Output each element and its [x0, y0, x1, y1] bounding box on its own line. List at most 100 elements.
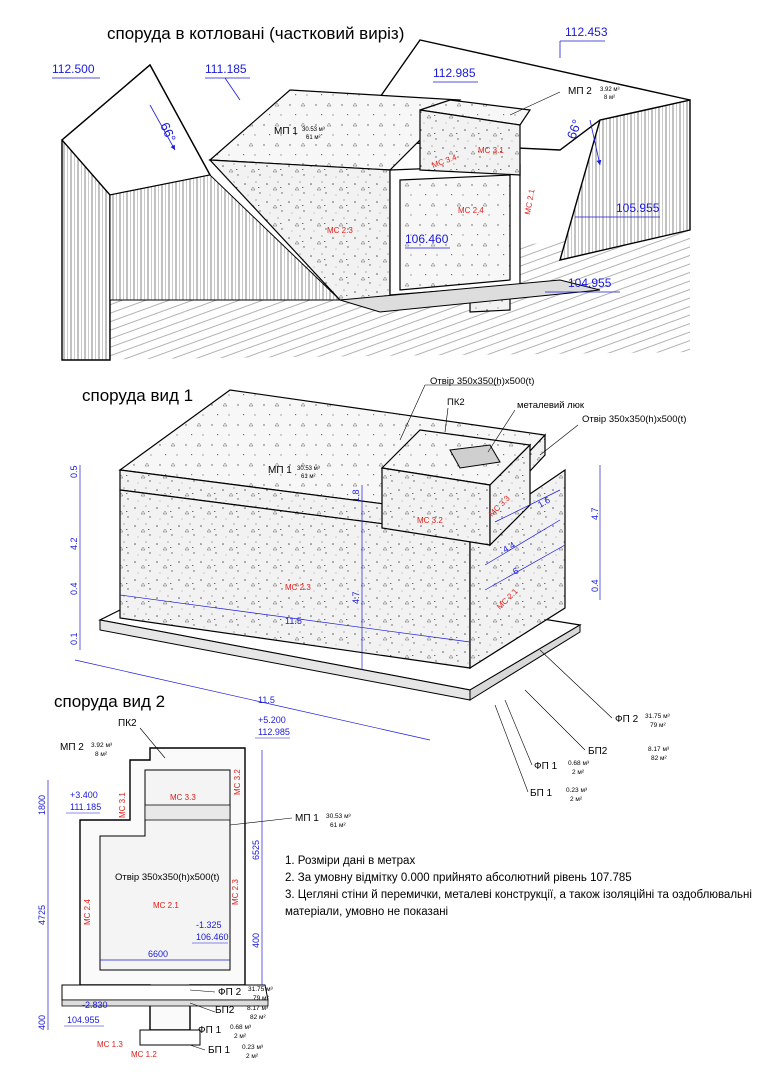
- svg-text:8 м²: 8 м²: [95, 751, 108, 758]
- svg-text:МП 1: МП 1: [268, 465, 292, 476]
- svg-text:ФП 1: ФП 1: [198, 1025, 222, 1036]
- svg-text:+5.200: +5.200: [258, 715, 286, 725]
- svg-text:БП2: БП2: [588, 746, 608, 757]
- svg-text:МП 2: МП 2: [60, 742, 84, 753]
- svg-text:0.4: 0.4: [69, 582, 79, 595]
- svg-text:ФП 1: ФП 1: [534, 761, 558, 772]
- svg-text:111.185: 111.185: [70, 802, 101, 812]
- level-104955: 104.955: [568, 276, 612, 290]
- svg-text:2 м²: 2 м²: [234, 1033, 247, 1040]
- svg-text:МС 1.3: МС 1.3: [97, 1040, 123, 1049]
- svg-text:0.23 м³: 0.23 м³: [242, 1044, 264, 1051]
- svg-text:МС 2.4: МС 2.4: [458, 206, 484, 215]
- svg-text:3.92 м³: 3.92 м³: [600, 87, 619, 93]
- svg-text:82 м²: 82 м²: [651, 755, 668, 762]
- sec-mp2: МП 2: [568, 86, 592, 97]
- svg-text:30.53 м³: 30.53 м³: [297, 466, 320, 472]
- svg-text:30.53 м³: 30.53 м³: [302, 127, 325, 133]
- svg-text:30.53 м³: 30.53 м³: [326, 813, 352, 820]
- view1-legend: ФП 2 31.75 м³ 79 м² БП2 8.17 м³ 82 м² ФП…: [494, 649, 671, 803]
- svg-text:1.8: 1.8: [351, 489, 361, 502]
- svg-text:82 м²: 82 м²: [250, 1014, 267, 1021]
- svg-text:-1.325: -1.325: [196, 920, 222, 930]
- svg-text:ФП 2: ФП 2: [218, 987, 242, 998]
- view1-heading: споруда вид 1: [82, 386, 194, 405]
- note-3: 3. Цегляні стіни й перемички, металеві к…: [285, 889, 752, 901]
- level-106460: 106.460: [405, 232, 449, 246]
- svg-text:ПК2: ПК2: [447, 397, 465, 408]
- slope-angle-right: 66°: [564, 117, 585, 141]
- svg-text:МС 2.3: МС 2.3: [231, 879, 240, 905]
- svg-text:11.5: 11.5: [285, 616, 302, 626]
- svg-text:3.92 м³: 3.92 м³: [91, 742, 113, 749]
- level-112985: 112.985: [433, 66, 476, 80]
- svg-text:ФП 2: ФП 2: [615, 714, 639, 725]
- level-111185: 111.185: [205, 62, 247, 76]
- svg-text:400: 400: [37, 1015, 47, 1030]
- slope-angle-left: 66°: [157, 120, 179, 144]
- svg-text:0.68 м³: 0.68 м³: [568, 760, 590, 767]
- svg-text:БП 1: БП 1: [208, 1045, 231, 1056]
- svg-text:61 м²: 61 м²: [330, 822, 347, 829]
- svg-text:0.1: 0.1: [69, 632, 79, 645]
- svg-text:МП 1: МП 1: [295, 813, 319, 824]
- svg-text:МС 1.2: МС 1.2: [131, 1050, 157, 1059]
- section-heading: споруда в котловані (частковий виріз): [107, 24, 405, 43]
- svg-text:400: 400: [251, 933, 261, 948]
- svg-text:104.955: 104.955: [67, 1015, 100, 1025]
- view2-levels: +5.200 112.985 +3.400 111.185 -1.325 106…: [64, 715, 290, 1027]
- note-2: 2. За умовну відмітку 0.000 прийнято абс…: [285, 872, 632, 884]
- svg-text:11.5: 11.5: [258, 695, 275, 705]
- svg-text:МС 3.2: МС 3.2: [417, 516, 443, 525]
- svg-text:6: 6: [511, 566, 520, 577]
- view1-structure: [98, 389, 582, 701]
- svg-text:8.17 м³: 8.17 м³: [247, 1005, 269, 1012]
- section-levels: 112.500 111.185 112.985 112.453 105.955 …: [52, 25, 660, 293]
- section-view: [61, 39, 691, 361]
- sec-mp1: МП 1: [274, 126, 298, 137]
- svg-text:106.460: 106.460: [196, 932, 229, 942]
- svg-text:ПК2: ПК2: [118, 718, 137, 729]
- view2-heading: споруда вид 2: [54, 692, 166, 711]
- svg-text:БП 1: БП 1: [530, 788, 553, 799]
- svg-text:2 м²: 2 м²: [572, 769, 585, 776]
- svg-text:6600: 6600: [148, 949, 168, 959]
- svg-text:0.68 м³: 0.68 м³: [230, 1024, 252, 1031]
- svg-text:металевий люк: металевий люк: [517, 400, 585, 411]
- svg-text:8 м²: 8 м²: [604, 95, 615, 101]
- note-3-cont: матеріали, умовно не показані: [285, 906, 449, 918]
- svg-text:МС 3.1: МС 3.1: [118, 792, 127, 818]
- svg-text:МС 3.3: МС 3.3: [170, 793, 196, 802]
- svg-text:МС 2.1: МС 2.1: [523, 188, 536, 215]
- svg-text:2 м²: 2 м²: [246, 1053, 259, 1060]
- svg-text:БП2: БП2: [215, 1005, 235, 1016]
- view2-structure: [61, 747, 269, 1046]
- svg-text:+3.400: +3.400: [70, 790, 98, 800]
- svg-text:31.75 м³: 31.75 м³: [645, 713, 671, 720]
- svg-text:МС 2.3: МС 2.3: [327, 226, 353, 235]
- svg-text:4.7: 4.7: [351, 591, 361, 604]
- svg-text:0.23 м³: 0.23 м³: [566, 787, 588, 794]
- svg-text:112.985: 112.985: [258, 727, 290, 737]
- svg-text:4.7: 4.7: [590, 507, 600, 520]
- svg-text:6525: 6525: [251, 840, 261, 860]
- svg-text:61 м²: 61 м²: [306, 135, 320, 141]
- svg-text:Отвір 350x350(h)x500(t): Отвір 350x350(h)x500(t): [582, 414, 686, 425]
- svg-text:0.5: 0.5: [69, 465, 79, 478]
- svg-text:31.75 м³: 31.75 м³: [248, 986, 274, 993]
- section-labels: МП 1 30.53 м³ 61 м² МП 2 3.92 м³ 8 м² МС…: [274, 86, 619, 235]
- svg-text:МС 3.1: МС 3.1: [478, 146, 504, 155]
- svg-text:МС 2.4: МС 2.4: [83, 899, 92, 925]
- svg-text:МС 2.3: МС 2.3: [285, 583, 311, 592]
- view2-dimensions: 1800 4725 400 6525 400 6600: [37, 750, 263, 1030]
- svg-text:Отвір 350x350(h)x500(t): Отвір 350x350(h)x500(t): [115, 872, 219, 883]
- note-1: 1. Розміри дані в метрах: [285, 855, 416, 867]
- svg-text:8.17 м³: 8.17 м³: [648, 746, 670, 753]
- metal-hatch: [449, 444, 501, 469]
- svg-text:Отвір 350x350(h)x500(t): Отвір 350x350(h)x500(t): [430, 376, 534, 387]
- level-112453: 112.453: [565, 25, 608, 39]
- level-105955: 105.955: [616, 201, 660, 215]
- view2-labels: ПК2 МП 2 3.92 м³ 8 м² МП 1 30.53 м³ 61 м…: [60, 718, 352, 1059]
